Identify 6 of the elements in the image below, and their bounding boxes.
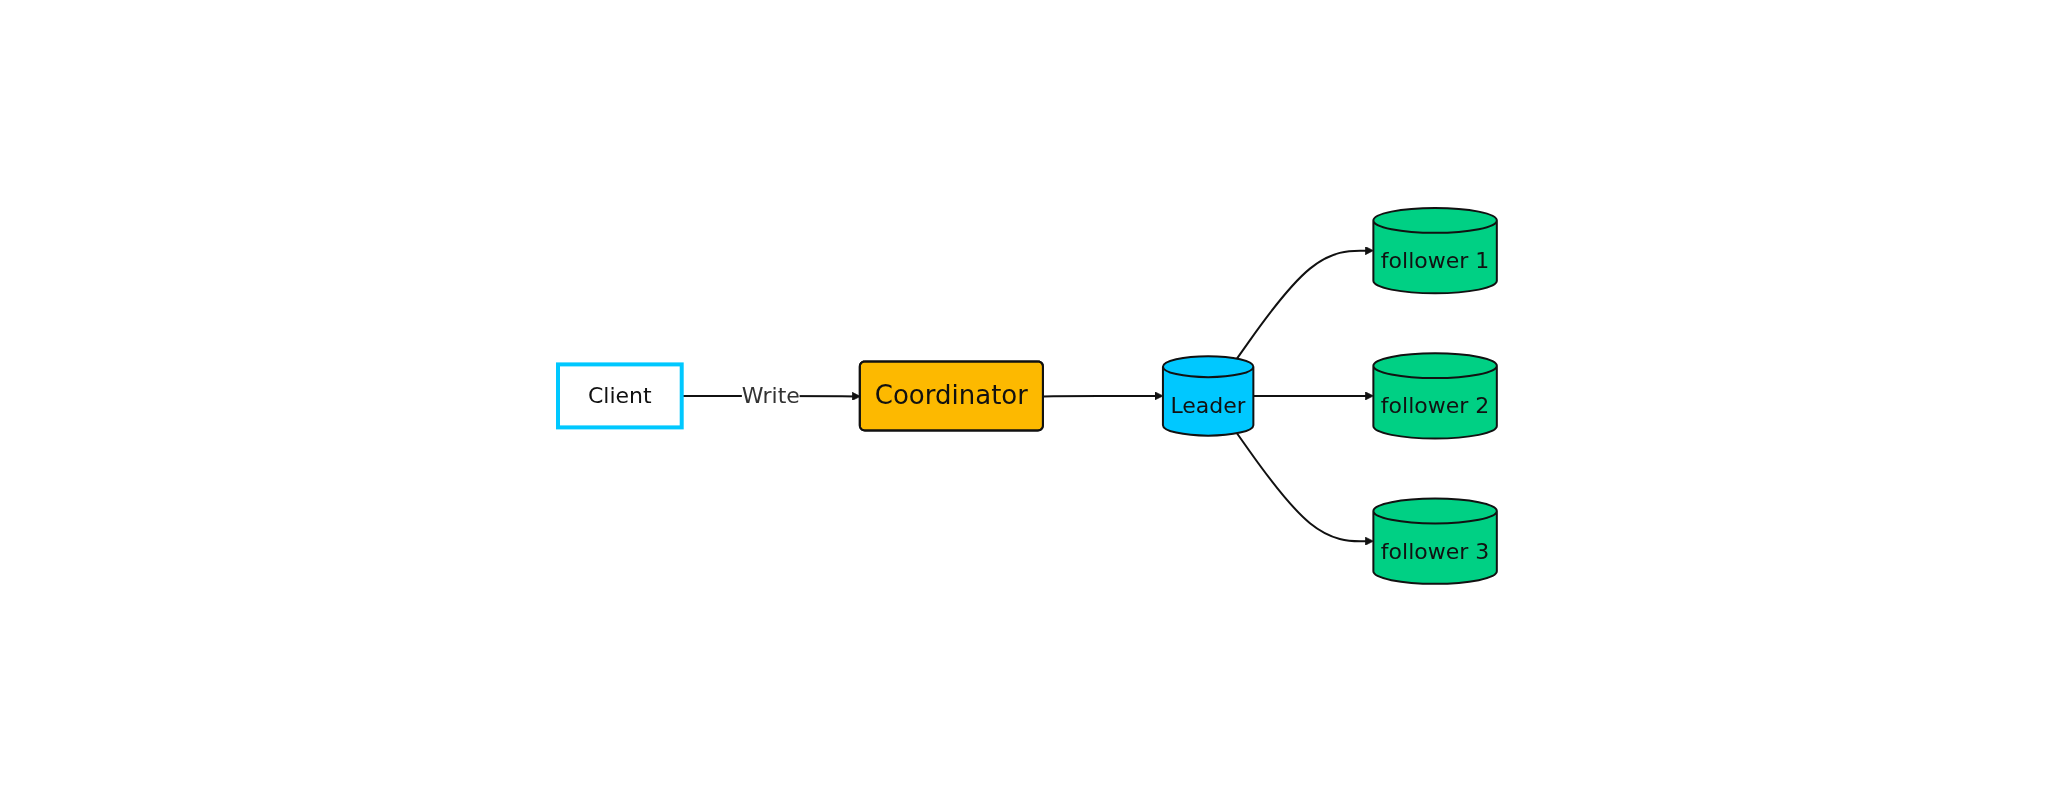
- arrow: [1042, 391, 1163, 401]
- node-box: Client: [555, 362, 684, 430]
- edge-label: Write: [741, 383, 800, 409]
- arrow: [1235, 432, 1374, 546]
- arrow: [1235, 246, 1374, 360]
- arrow: [1251, 391, 1374, 401]
